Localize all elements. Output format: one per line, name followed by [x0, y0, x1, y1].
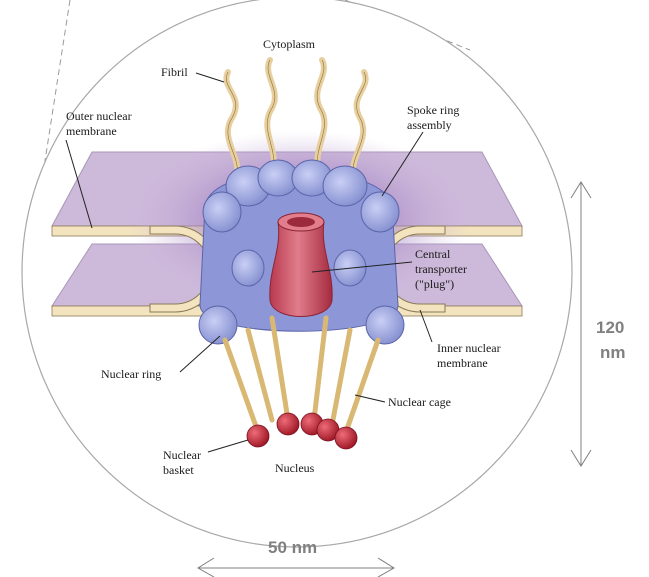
label-fibril: Fibril — [161, 65, 188, 79]
label-cytoplasm: Cytoplasm — [263, 37, 316, 51]
height-value: 120 — [596, 318, 624, 337]
label-nuclear-cage: Nuclear cage — [388, 395, 451, 409]
height-dimension: 120 nm — [571, 182, 626, 466]
height-unit: nm — [600, 343, 626, 362]
label-central-1: Central — [415, 247, 451, 261]
label-outer-membrane-1: Outer nuclear — [66, 109, 132, 123]
upper-ring-cylinder-right — [361, 192, 399, 232]
label-nuclear-basket-1: Nuclear — [163, 448, 201, 462]
label-nucleus: Nucleus — [275, 461, 315, 475]
label-spoke-ring-2: assembly — [407, 118, 452, 132]
label-nuclear-ring: Nuclear ring — [101, 367, 161, 381]
label-inner-membrane-2: membrane — [437, 356, 488, 370]
label-central-2: transporter — [415, 262, 467, 276]
label-inner-membrane-1: Inner nuclear — [437, 341, 501, 355]
label-nuclear-basket-2: basket — [163, 463, 194, 477]
nuclear-ring-cylinder-right — [366, 306, 404, 344]
label-outer-membrane-2: membrane — [66, 124, 117, 138]
label-spoke-ring-1: Spoke ring — [407, 103, 459, 117]
label-central-3: ("plug") — [415, 277, 454, 291]
width-dimension: 50 nm — [198, 538, 394, 577]
central-transporter-plug — [270, 213, 332, 317]
upper-ring-cylinder-left — [203, 192, 241, 232]
width-label: 50 nm — [268, 538, 317, 557]
